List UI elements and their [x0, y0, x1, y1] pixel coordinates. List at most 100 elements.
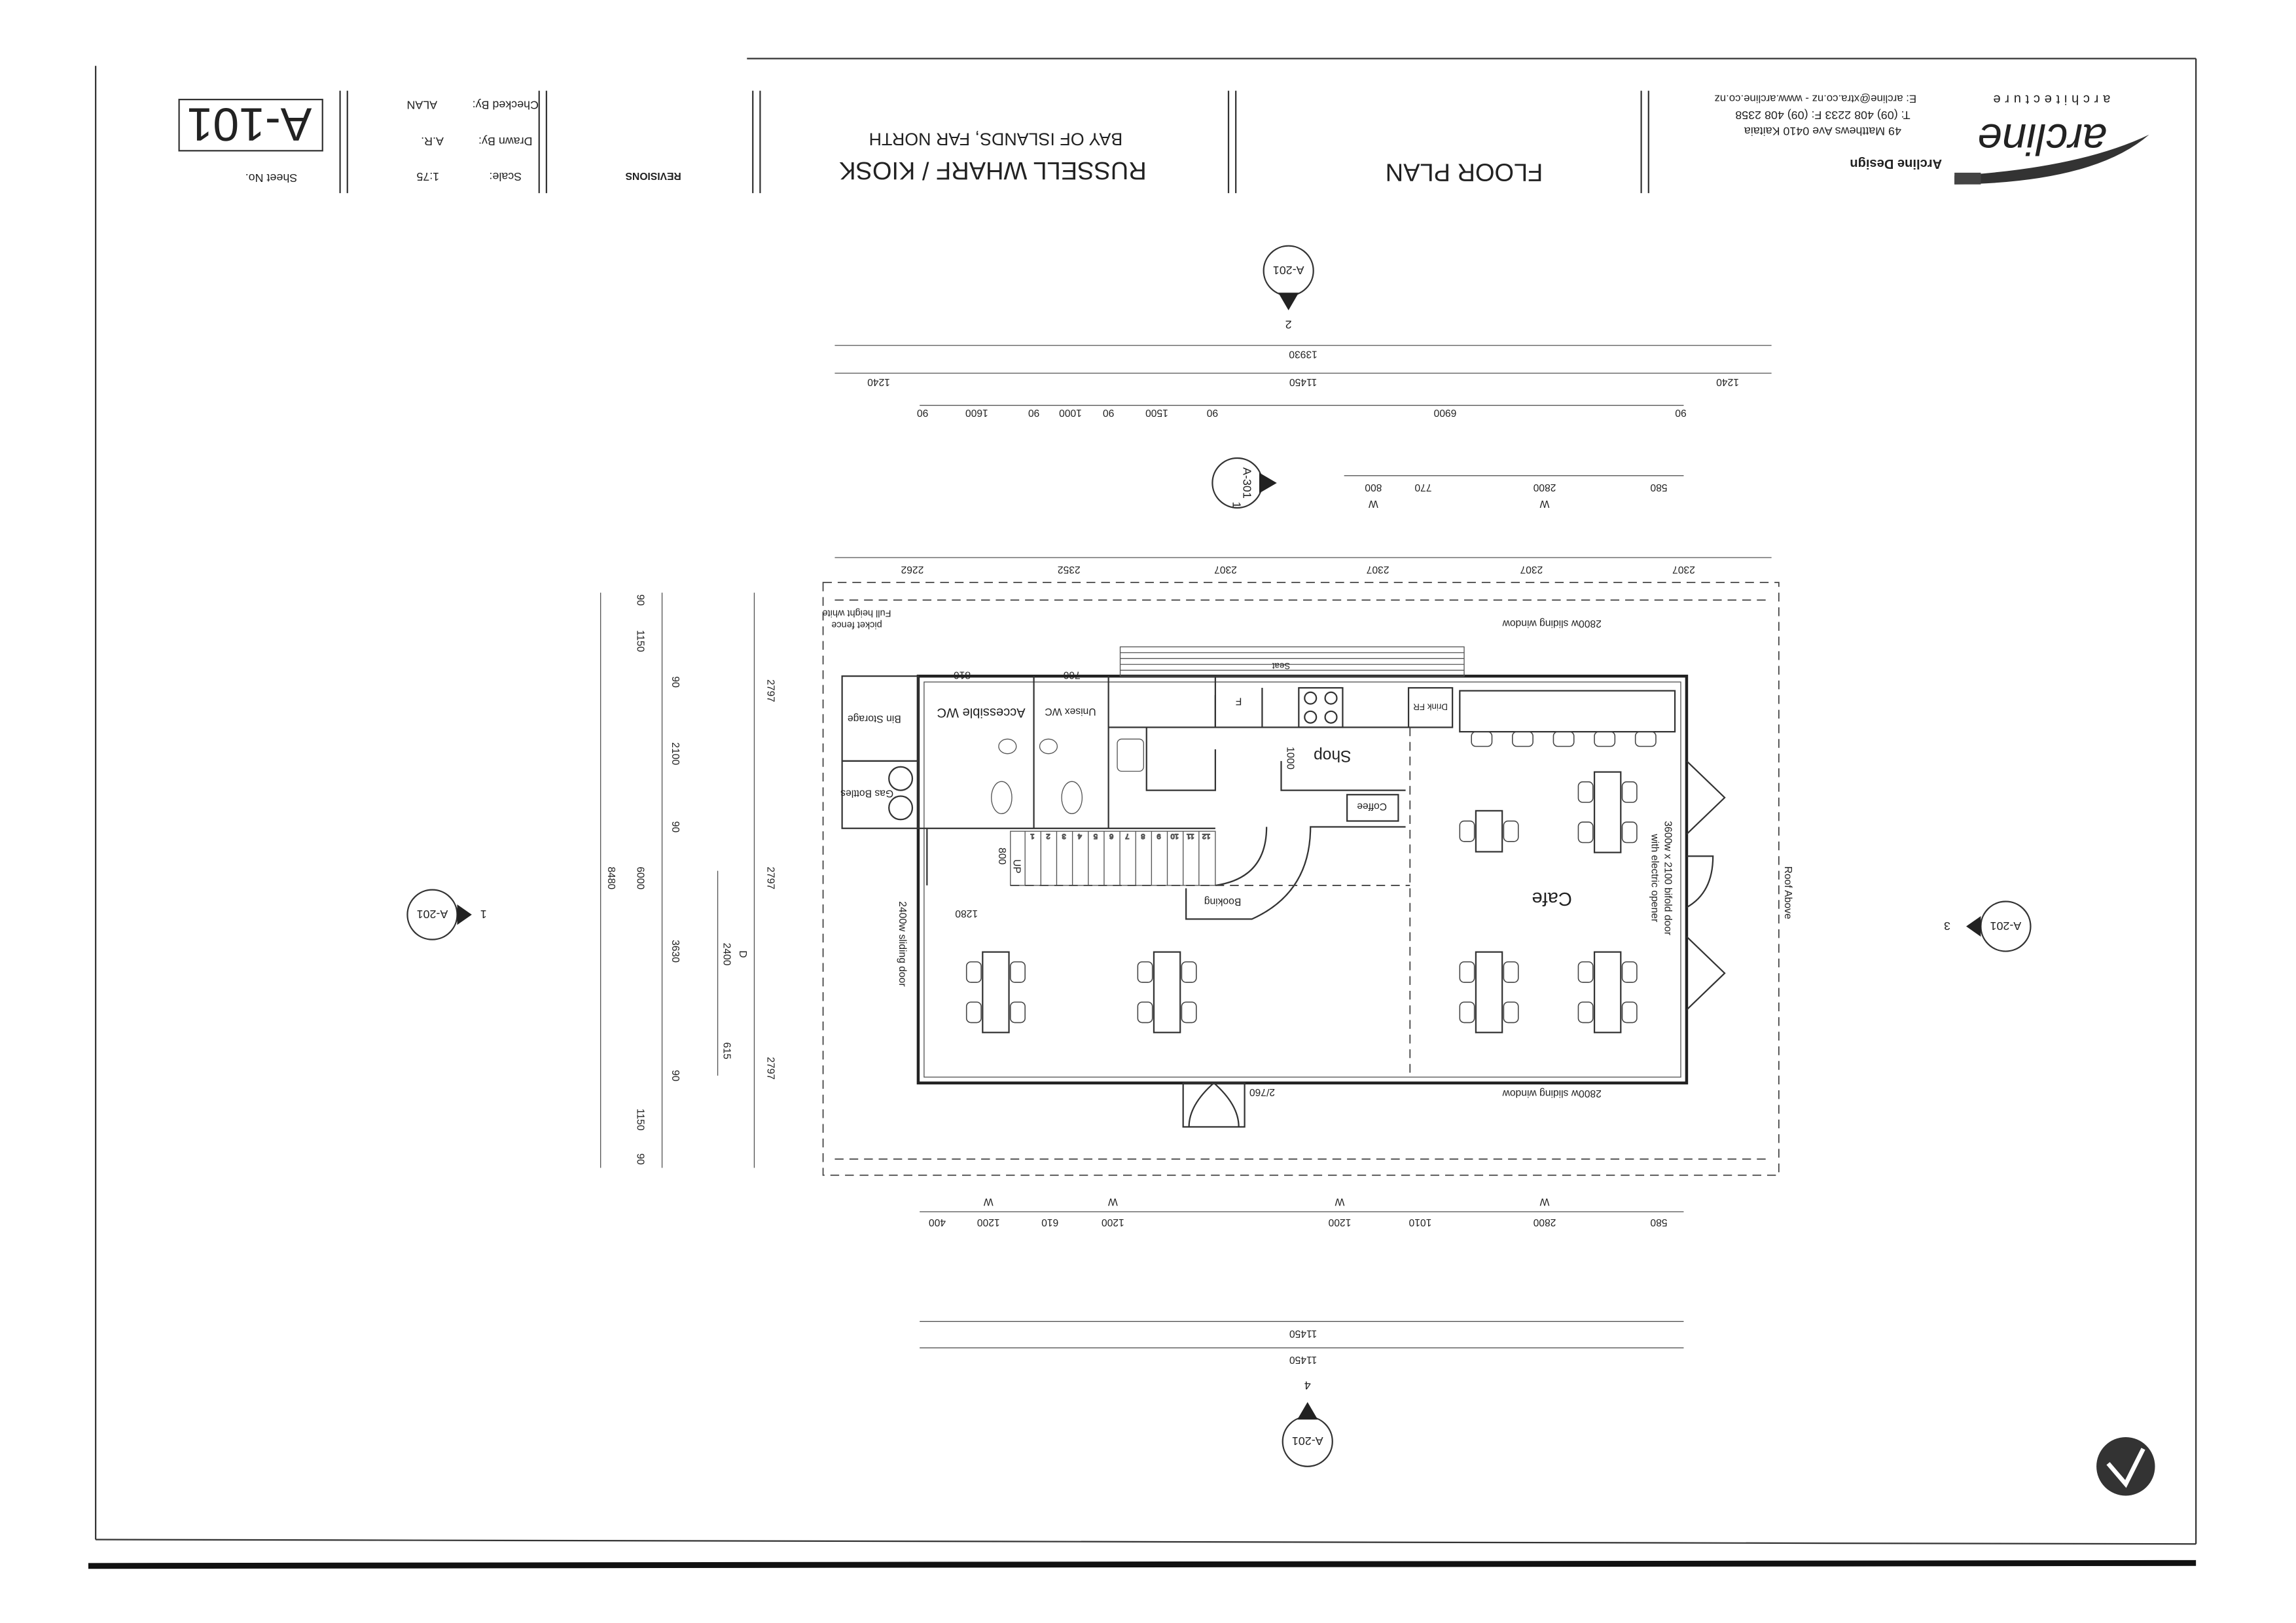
- svg-text:1280: 1280: [955, 908, 978, 919]
- checked-by-label: Checked By:: [473, 98, 539, 111]
- svg-text:F: F: [1236, 696, 1242, 707]
- chair: [1010, 961, 1026, 983]
- svg-text:2: 2: [1285, 318, 1292, 331]
- arcline-logo: arcline architecture: [1954, 92, 2149, 185]
- svg-text:11450: 11450: [1289, 376, 1318, 387]
- svg-text:90: 90: [635, 594, 646, 606]
- svg-text:2307: 2307: [1214, 563, 1237, 575]
- svg-text:A-201: A-201: [1990, 919, 2022, 933]
- svg-text:2352: 2352: [1058, 563, 1081, 575]
- svg-text:2/760: 2/760: [1249, 1086, 1275, 1097]
- bar-stool: [1512, 731, 1534, 747]
- svg-text:1000: 1000: [1284, 747, 1295, 770]
- section-marker-2[interactable]: A-201 2: [1263, 245, 1314, 331]
- note-bifold-door: 3600w x 2100 bifold door: [1662, 821, 1673, 935]
- svg-text:4: 4: [1304, 1379, 1311, 1392]
- svg-text:W: W: [1108, 1196, 1118, 1207]
- stair-number: 9: [1157, 832, 1160, 840]
- chair: [1459, 1001, 1475, 1024]
- chair: [1137, 1001, 1153, 1024]
- section-marker-3[interactable]: A-201 3: [1944, 901, 2032, 952]
- table: [1475, 810, 1503, 853]
- chair: [1503, 961, 1519, 983]
- kitchen-counter: [1145, 687, 1454, 791]
- bar-stool: [1471, 731, 1493, 747]
- svg-text:90: 90: [670, 676, 681, 688]
- table: [1593, 951, 1622, 1033]
- chair: [1010, 1001, 1026, 1024]
- shop-label: Shop: [1314, 747, 1351, 764]
- svg-text:6000: 6000: [635, 866, 646, 889]
- project-title: RUSSELL WHARF / KIOSK: [839, 156, 1146, 184]
- firm-address: 49 Matthews Ave 0410 Kaitaia: [1744, 125, 1901, 138]
- project-location: BAY OF ISLANDS, FAR NORTH: [869, 129, 1123, 149]
- bar-counter: [1459, 690, 1676, 733]
- svg-text:11450: 11450: [1289, 1354, 1318, 1365]
- note-window-bottom: 2800w sliding window: [1502, 1088, 1602, 1099]
- sheet-number-box: [178, 98, 323, 152]
- svg-text:1200: 1200: [977, 1217, 1000, 1228]
- svg-text:Drink FR: Drink FR: [1413, 702, 1448, 712]
- section-marker-4[interactable]: A-201 4: [1282, 1379, 1333, 1467]
- svg-text:8480: 8480: [605, 866, 617, 889]
- stair-number: 7: [1125, 832, 1129, 840]
- svg-text:arcline: arcline: [1978, 115, 2108, 164]
- svg-text:architecture: architecture: [1989, 92, 2111, 106]
- entry-door[interactable]: [1182, 1082, 1246, 1128]
- scale-label: Scale:: [489, 170, 522, 183]
- svg-text:90: 90: [917, 407, 929, 418]
- unisex-wc-label: Unisex WC: [1045, 705, 1096, 717]
- gas-bottles-label: Gas Bottles: [840, 788, 893, 799]
- svg-text:615: 615: [721, 1043, 732, 1060]
- chair: [965, 961, 982, 983]
- cafe-label: Cafe: [1532, 888, 1572, 909]
- section-markers: A-201 2 A-301 1 A-201 1 A-201 3 A-201 4: [406, 245, 2032, 1467]
- bar-stool: [1552, 731, 1575, 747]
- svg-text:13930: 13930: [1289, 349, 1318, 360]
- chair: [1577, 961, 1594, 983]
- section-marker-1-top[interactable]: A-301 1: [1211, 457, 1277, 509]
- svg-text:2797: 2797: [765, 866, 776, 889]
- bin-storage-label: Bin Storage: [848, 713, 901, 724]
- firm-email-web: E: arcline@xtra.co.nz - www.arcline.co.n…: [1714, 92, 1916, 105]
- roof-outline: [822, 582, 1780, 1176]
- chair: [1577, 1001, 1594, 1024]
- svg-text:A-201: A-201: [1273, 264, 1304, 277]
- chair: [1503, 1001, 1519, 1024]
- svg-text:1: 1: [480, 908, 487, 921]
- stair-number: 4: [1078, 832, 1082, 840]
- svg-text:W: W: [1539, 1196, 1549, 1207]
- note-window-top: 2800w sliding window: [1502, 618, 1602, 629]
- drawn-by-label: Drawn By:: [478, 135, 532, 148]
- svg-text:580: 580: [1650, 482, 1667, 493]
- svg-text:A-201: A-201: [417, 908, 448, 921]
- firm-name: Arcline Design: [1850, 156, 1942, 171]
- arcline-corner-logo: [2096, 1436, 2155, 1496]
- svg-text:1200: 1200: [1328, 1217, 1351, 1228]
- chair: [965, 1001, 982, 1024]
- sheet-no-label: Sheet No.: [245, 171, 297, 185]
- svg-text:90: 90: [1028, 407, 1040, 418]
- firm-phone-fax: T: (09) 408 2233 F: (09) 408 2358: [1735, 109, 1910, 122]
- chair: [1577, 781, 1594, 803]
- svg-text:2400: 2400: [721, 943, 732, 966]
- svg-text:90: 90: [1206, 407, 1218, 418]
- svg-text:3630: 3630: [670, 940, 681, 963]
- bifold-door[interactable]: [1686, 760, 1726, 1010]
- chair: [1459, 820, 1475, 842]
- checked-by: ALAN: [406, 98, 437, 111]
- svg-text:1240: 1240: [867, 376, 890, 387]
- section-marker-1-left[interactable]: A-201 1: [406, 889, 487, 940]
- svg-text:90: 90: [670, 821, 681, 833]
- svg-text:2307: 2307: [1367, 563, 1390, 575]
- svg-text:2307: 2307: [1520, 563, 1543, 575]
- svg-text:W: W: [984, 1196, 994, 1207]
- tables: [965, 731, 1657, 1033]
- svg-text:800: 800: [996, 847, 1007, 865]
- svg-text:90: 90: [670, 1070, 681, 1082]
- scale-value: 1:75: [416, 170, 439, 183]
- chair: [1181, 1001, 1197, 1024]
- seat-bench: Seat: [1119, 646, 1465, 677]
